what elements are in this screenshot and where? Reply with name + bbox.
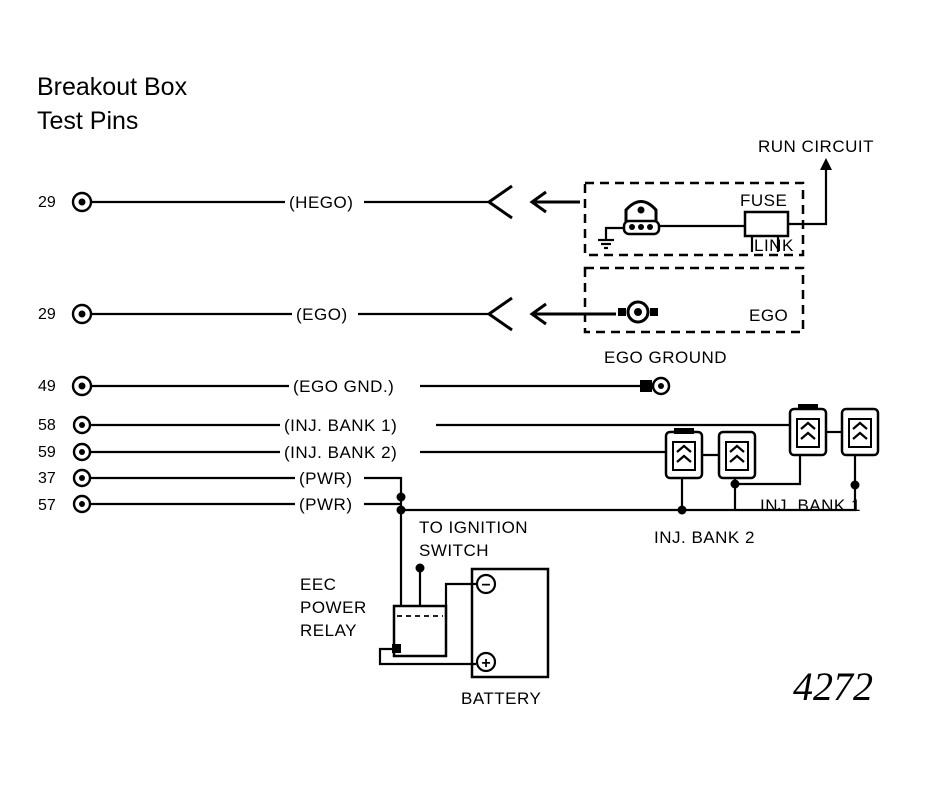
pin-number: 57 bbox=[38, 497, 56, 514]
fuse-link-icon bbox=[743, 210, 790, 252]
ground-icon bbox=[598, 238, 614, 250]
pin-row-inj-bank-2: 59 (INJ. BANK 2) bbox=[38, 442, 666, 462]
pin-number: 29 bbox=[38, 306, 56, 323]
fuse-label: FUSE bbox=[740, 191, 787, 210]
signal-label: (EGO) bbox=[296, 305, 348, 324]
ignition-terminal-dot bbox=[415, 563, 425, 573]
pin-row-pwr-57: 57 (PWR) bbox=[38, 494, 401, 514]
eec-label-1: EEC bbox=[300, 575, 336, 594]
power-bus-wire bbox=[399, 485, 857, 512]
hego-box bbox=[583, 181, 805, 257]
signal-label: (EGO GND.) bbox=[293, 377, 394, 396]
inj-bank-2-label: INJ. BANK 2 bbox=[654, 528, 755, 547]
arrow-left-icon bbox=[529, 302, 616, 326]
inj-bank-1-label: INJ. BANK 1 bbox=[760, 496, 861, 515]
hego-ground-wire bbox=[604, 226, 624, 240]
connector-icon bbox=[486, 296, 513, 332]
ego-ground-label: EGO GROUND bbox=[604, 348, 727, 367]
test-pin-icon bbox=[72, 415, 92, 435]
ego-box bbox=[583, 266, 805, 334]
eec-label-2: POWER bbox=[300, 598, 367, 617]
run-circuit-label: RUN CIRCUIT bbox=[758, 137, 874, 156]
figure-number: 4272 bbox=[793, 664, 873, 709]
injector-bank-1-icon bbox=[788, 404, 880, 457]
battery-icon bbox=[470, 567, 550, 679]
battery-positive-icon: + bbox=[481, 655, 490, 672]
title-line-1: Breakout Box bbox=[37, 73, 188, 101]
pin-number: 37 bbox=[38, 470, 56, 487]
junction-dot bbox=[396, 505, 406, 515]
test-pin-icon bbox=[72, 468, 92, 488]
pin-number: 49 bbox=[38, 378, 56, 395]
link-label: LINK bbox=[754, 236, 794, 255]
test-pin-icon bbox=[72, 494, 92, 514]
test-pin-icon bbox=[71, 375, 93, 397]
hego-sensor-icon bbox=[622, 200, 661, 236]
connector-icon bbox=[486, 184, 513, 220]
battery-negative-icon: − bbox=[481, 577, 490, 594]
arrow-left-icon bbox=[529, 190, 580, 214]
signal-label: (PWR) bbox=[299, 469, 352, 488]
ring-terminal-icon bbox=[640, 376, 671, 396]
ego-label: EGO bbox=[749, 306, 788, 325]
pin-row-inj-bank-1: 58 (INJ. BANK 1) bbox=[38, 415, 790, 435]
title-line-2: Test Pins bbox=[37, 107, 138, 135]
relay-to-battery-neg-wire bbox=[444, 582, 476, 620]
eec-power-relay-icon bbox=[392, 604, 448, 658]
pin-row-ego-gnd: 49 (EGO GND.) bbox=[38, 375, 671, 397]
pin-row-hego: 29 (HEGO) bbox=[38, 184, 580, 220]
test-pin-icon bbox=[71, 303, 93, 325]
signal-label: (INJ. BANK 2) bbox=[284, 443, 397, 462]
signal-label: (PWR) bbox=[299, 495, 352, 514]
eec-label-3: RELAY bbox=[300, 621, 357, 640]
ego-sensor-icon bbox=[618, 300, 658, 324]
test-pin-icon bbox=[71, 191, 93, 213]
pin-number: 29 bbox=[38, 194, 56, 211]
to-ignition-label-1: TO IGNITION bbox=[419, 518, 528, 537]
to-ignition-label-2: SWITCH bbox=[419, 541, 489, 560]
battery-label: BATTERY bbox=[461, 689, 541, 708]
signal-label: (INJ. BANK 1) bbox=[284, 416, 397, 435]
run-circuit-wire bbox=[788, 168, 828, 226]
pin-number: 59 bbox=[38, 444, 56, 461]
injector-bank-2-icon bbox=[664, 428, 757, 480]
pin-row-pwr-37: 37 (PWR) bbox=[38, 468, 403, 497]
run-circuit-arrow-icon bbox=[820, 158, 832, 170]
pin-row-ego: 29 (EGO) bbox=[38, 296, 616, 332]
test-pin-icon bbox=[72, 442, 92, 462]
signal-label: (HEGO) bbox=[289, 193, 353, 212]
relay-to-battery-pos-wire bbox=[378, 647, 476, 666]
pin-number: 58 bbox=[38, 417, 56, 434]
